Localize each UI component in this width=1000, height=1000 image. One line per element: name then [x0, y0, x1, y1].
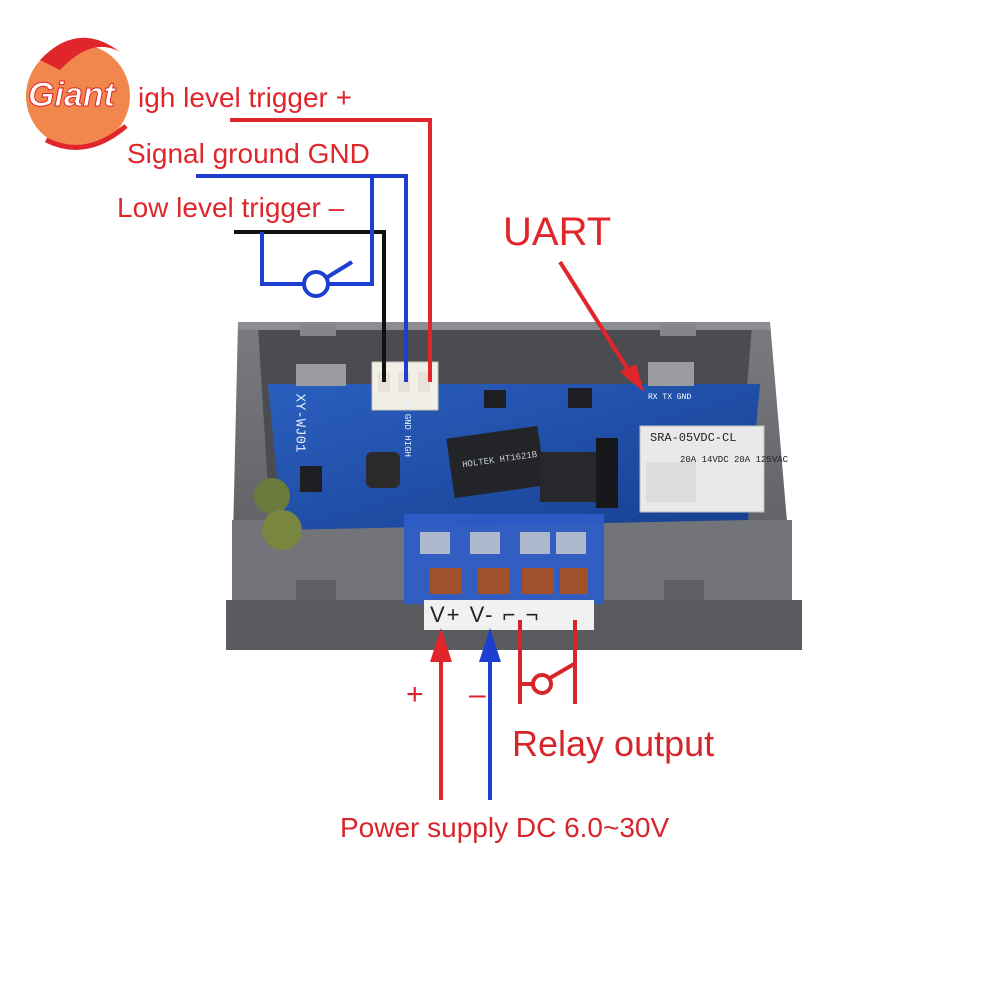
low-trigger-wire — [234, 230, 386, 382]
uart-pins-text: RX TX GND — [648, 393, 692, 402]
input-wiring — [196, 118, 432, 382]
arrow-up-icon — [430, 628, 452, 662]
terminal-labels: V+ V- ⌐ ¬ — [430, 602, 541, 627]
relay-output-label: Relay output — [512, 723, 715, 764]
low-level-trigger-label: Low level trigger – — [117, 192, 345, 223]
relay-rating-text: 20A 14VDC 20A 125VAC — [680, 455, 789, 465]
brand-logo-text: Giant — [28, 76, 116, 114]
arrow-up-icon — [479, 628, 501, 662]
board-model-text: XY-WJ01 — [291, 393, 308, 453]
power-supply-label: Power supply DC 6.0~30V — [340, 812, 670, 843]
input-pins-text: LOW GND HIGH — [401, 392, 412, 457]
brand-logo — [26, 37, 130, 150]
plus-label: + — [406, 678, 424, 711]
switch-symbol-icon — [531, 673, 553, 695]
high-trigger-wire — [230, 118, 432, 382]
uart-label: UART — [503, 210, 612, 254]
switch-symbol-icon — [302, 270, 330, 298]
minus-label: – — [469, 678, 486, 711]
relay-model-text: SRA-05VDC-CL — [650, 431, 737, 445]
output-wiring — [430, 620, 577, 800]
high-level-trigger-label: igh level trigger + — [138, 82, 353, 113]
uart-arrow-pointer-icon — [558, 260, 644, 392]
signal-ground-label: Signal ground GND — [127, 138, 370, 169]
gnd-wire — [196, 174, 408, 382]
